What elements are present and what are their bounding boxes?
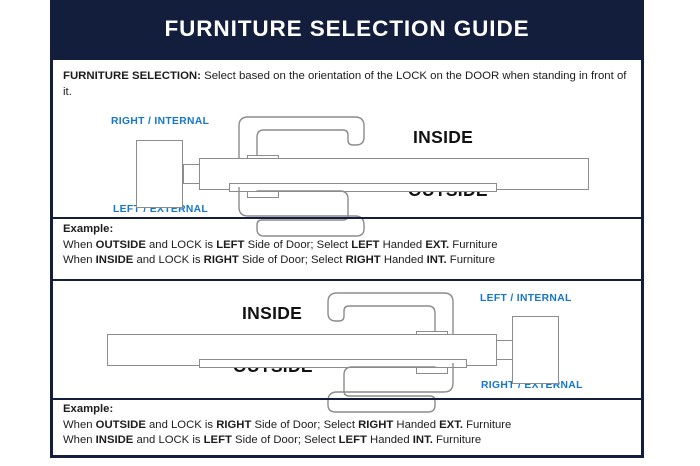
e1l1-b2: LEFT <box>216 238 245 251</box>
e2l2-e: Handed <box>366 434 413 446</box>
diagram1-lock-block <box>136 140 183 208</box>
e1l2-b3: RIGHT <box>345 254 381 266</box>
e2l2-a: When <box>63 434 96 446</box>
diagram2-spindle <box>495 340 513 360</box>
diagram1-top-label: RIGHT / INTERNAL <box>111 116 210 127</box>
card-inner: FURNITURE SELECTION: Select based on the… <box>53 60 641 455</box>
example-block-1: Example: When OUTSIDE and LOCK is LEFT S… <box>63 222 498 269</box>
divider-rule-2 <box>53 279 641 281</box>
diagram2-lock-block <box>512 316 559 384</box>
diagram-lock-left: RIGHT / INTERNAL LEFT / EXTERNAL INSIDE … <box>53 115 641 237</box>
diagram2-inside-handle-icon <box>327 292 454 339</box>
diagram2-outside-rose-plate <box>199 359 467 368</box>
example2-line2: When INSIDE and LOCK is LEFT Side of Doo… <box>63 433 511 449</box>
example2-line1: When OUTSIDE and LOCK is RIGHT Side of D… <box>63 418 511 434</box>
diagram2-outside-handle-icon <box>327 363 454 413</box>
diagram-lock-right: LEFT / INTERNAL RIGHT / EXTERNAL INSIDE … <box>53 281 641 413</box>
e1l1-c: and LOCK is <box>145 238 217 251</box>
example1-line1: When OUTSIDE and LOCK is LEFT Side of Do… <box>63 238 498 254</box>
e1l2-e: Handed <box>380 254 427 266</box>
diagram1-inside-label: INSIDE <box>413 127 474 147</box>
intro-text: FURNITURE SELECTION: Select based on the… <box>63 68 633 100</box>
diagram1-inside-handle-icon <box>238 116 365 163</box>
e2l2-b4: INT. <box>412 434 433 446</box>
e1l1-e: Handed <box>379 238 426 251</box>
diagram2-top-label: LEFT / INTERNAL <box>480 293 572 304</box>
intro-body: Select based on the orientation of the L… <box>63 70 627 98</box>
e2l1-b4: EXT. <box>439 418 463 431</box>
e2l2-c: and LOCK is <box>133 434 204 446</box>
divider-rule-3 <box>53 398 641 400</box>
e1l1-b3: LEFT <box>351 238 380 251</box>
e1l2-b2: RIGHT <box>203 254 239 266</box>
e2l1-b3: RIGHT <box>358 418 394 431</box>
e1l2-a: When <box>63 254 96 266</box>
diagram1-bottom-label: LEFT / EXTERNAL <box>113 204 209 215</box>
divider-rule-1 <box>53 217 641 219</box>
e1l1-b4: EXT. <box>425 238 450 251</box>
header-band: FURNITURE SELECTION GUIDE <box>50 0 644 57</box>
e1l2-f: Furniture <box>446 254 496 266</box>
e1l2-d: Side of Door; Select <box>238 254 346 266</box>
e2l1-a: When <box>63 418 96 431</box>
e2l1-e: Handed <box>393 418 440 431</box>
diagram1-outside-rose-plate <box>229 183 497 192</box>
e2l1-b1: OUTSIDE <box>95 418 146 431</box>
e2l2-b3: LEFT <box>338 434 367 446</box>
e2l2-b1: INSIDE <box>95 434 134 446</box>
e1l1-b1: OUTSIDE <box>95 238 146 251</box>
diagram1-outside-handle-icon <box>238 187 365 237</box>
diagram2-inside-label: INSIDE <box>242 303 303 323</box>
diagram2-bottom-label: RIGHT / EXTERNAL <box>481 380 583 391</box>
e2l1-f: Furniture <box>462 418 512 431</box>
e1l2-b1: INSIDE <box>95 254 134 266</box>
e1l1-a: When <box>63 238 96 251</box>
e2l2-f: Furniture <box>432 434 482 446</box>
e1l2-c: and LOCK is <box>133 254 204 266</box>
e2l2-d: Side of Door; Select <box>231 434 339 446</box>
example-block-2: Example: When OUTSIDE and LOCK is RIGHT … <box>63 402 511 449</box>
example2-title: Example: <box>63 403 114 415</box>
e1l1-d: Side of Door; Select <box>244 238 352 251</box>
e2l1-b2: RIGHT <box>216 418 252 431</box>
e1l1-f: Furniture <box>449 238 498 251</box>
intro-lead: FURNITURE SELECTION: <box>63 70 201 82</box>
e2l2-b2: LEFT <box>203 434 232 446</box>
e2l1-d: Side of Door; Select <box>251 418 359 431</box>
e1l2-b4: INT. <box>426 254 447 266</box>
example1-title: Example: <box>63 223 114 235</box>
page-title: FURNITURE SELECTION GUIDE <box>164 16 530 41</box>
example1-line2: When INSIDE and LOCK is RIGHT Side of Do… <box>63 253 498 269</box>
e2l1-c: and LOCK is <box>145 418 217 431</box>
guide-card: FURNITURE SELECTION: Select based on the… <box>50 57 644 458</box>
